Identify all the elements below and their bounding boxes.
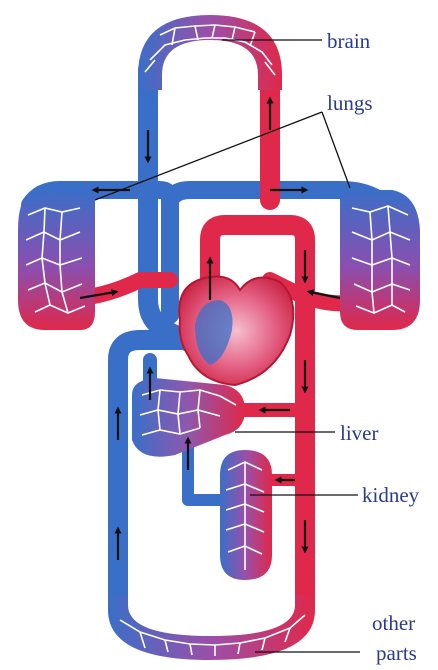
other-parts-capillary-bed xyxy=(108,595,315,660)
brain-capillary-bed xyxy=(138,15,282,90)
heart xyxy=(179,277,293,386)
lungs-leader-line-right xyxy=(322,112,350,188)
other-parts-label-line2: parts xyxy=(376,641,417,665)
kidney-label: kidney xyxy=(362,483,420,507)
brain-label: brain xyxy=(327,29,371,53)
liver-label: liver xyxy=(340,421,378,445)
other-parts-label-line1: other xyxy=(372,611,415,635)
left-lung-capillary-bed xyxy=(18,190,95,330)
lungs-label: lungs xyxy=(327,91,373,115)
right-lung-capillary-bed xyxy=(340,190,420,330)
kidney-capillary-bed xyxy=(220,450,272,580)
